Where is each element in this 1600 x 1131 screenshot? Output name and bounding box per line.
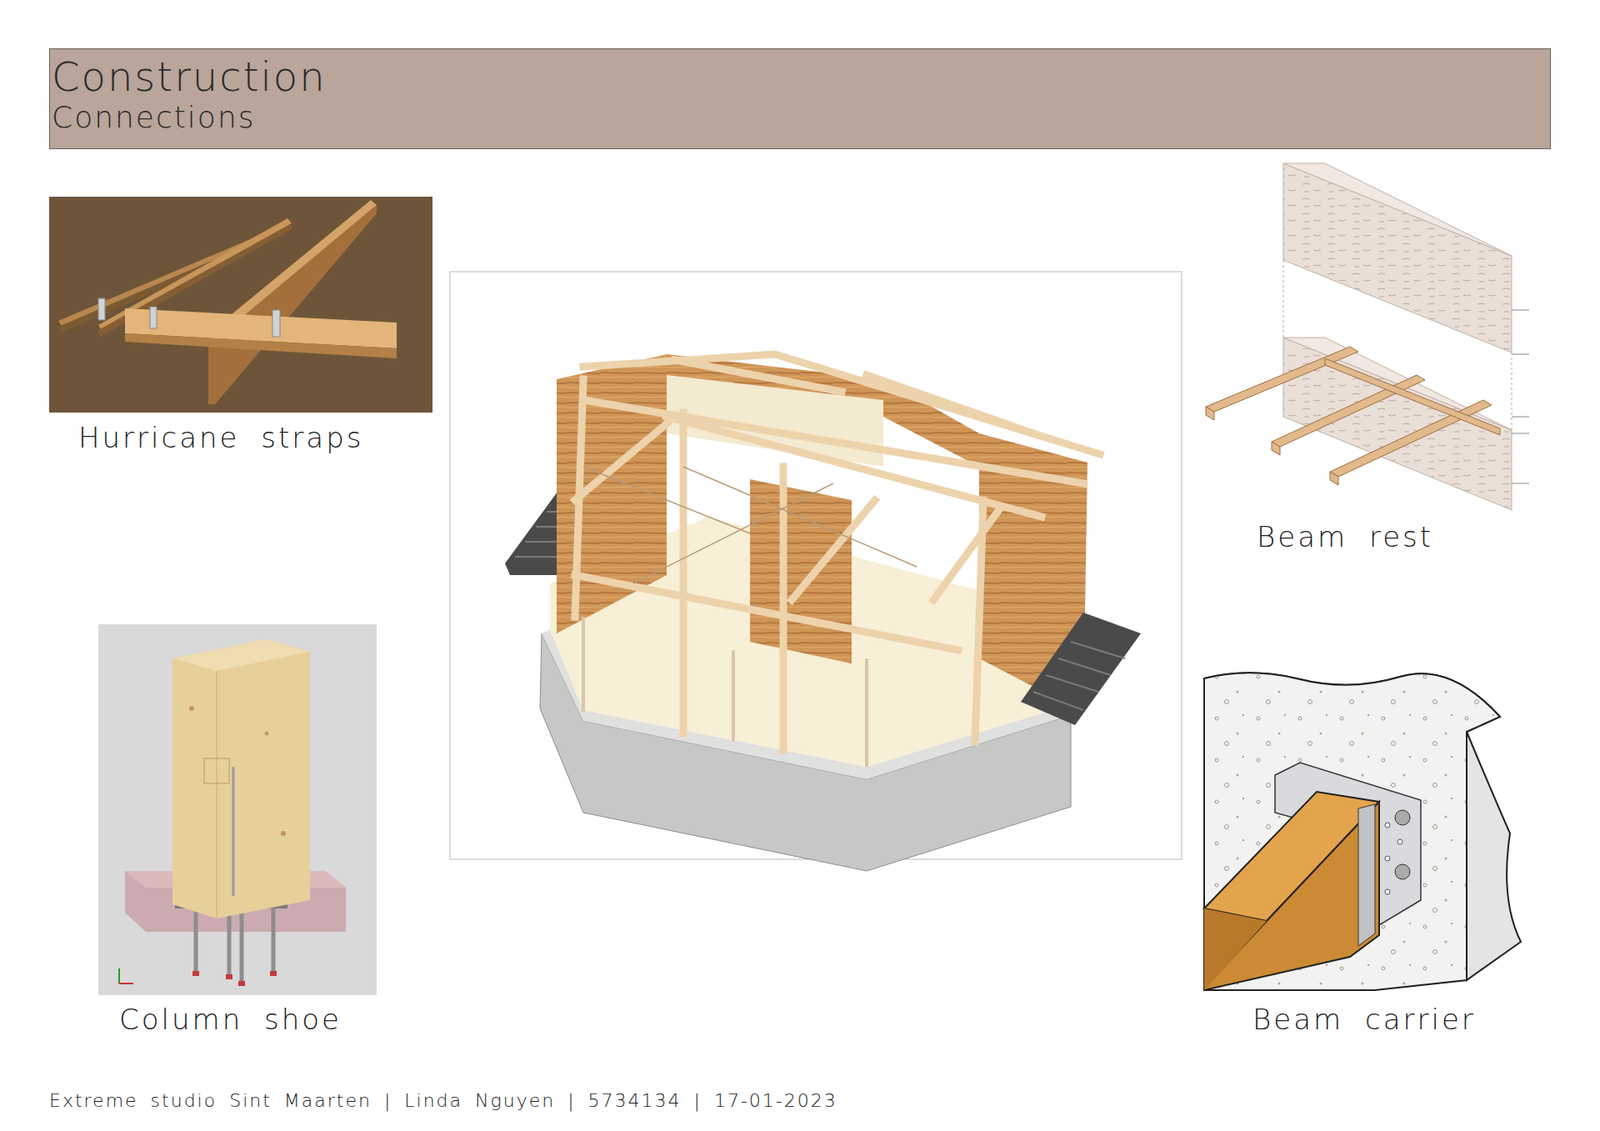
detail-caption: Hurricane straps xyxy=(78,420,364,455)
beam-rest-drawing xyxy=(1205,163,1530,510)
board-heading: Construction xyxy=(51,54,1550,100)
board-subheading: Connections xyxy=(51,100,1550,135)
column-shoe-picture xyxy=(98,624,377,995)
detail-caption: Beam rest xyxy=(1256,520,1434,554)
beam-carrier-drawing xyxy=(1204,672,1521,990)
detail-caption: Column shoe xyxy=(119,1002,342,1036)
header-band: ConstructionConnections xyxy=(49,48,1551,150)
building-model xyxy=(450,271,1182,871)
detail-caption: Beam carrier xyxy=(1252,1002,1476,1036)
footer-note: Extreme studio Sint Maarten | Linda Nguy… xyxy=(49,1090,838,1111)
hurricane-straps-picture xyxy=(49,196,433,413)
